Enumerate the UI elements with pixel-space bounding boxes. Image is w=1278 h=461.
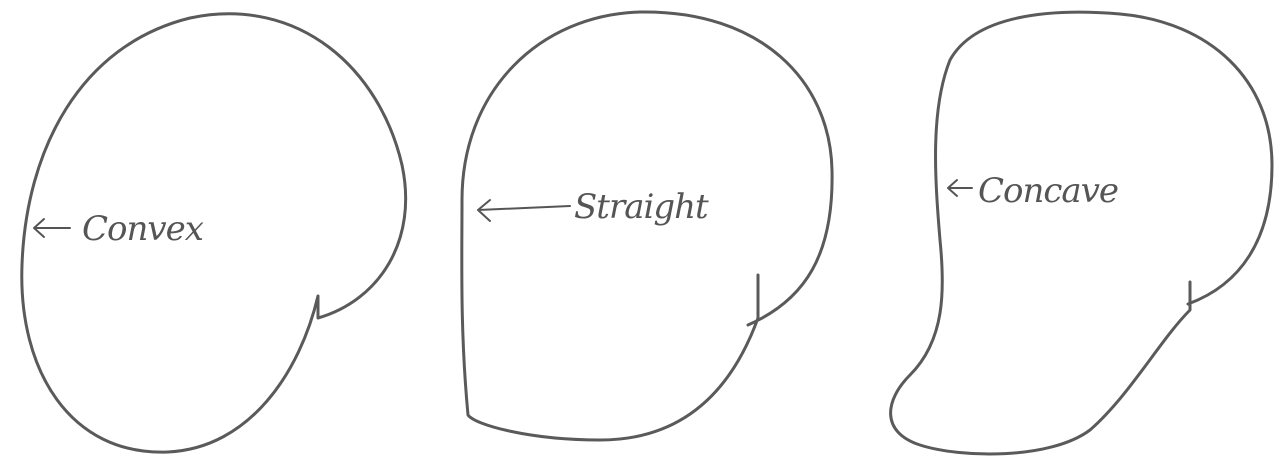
convex-outline	[22, 14, 406, 452]
concave-shape-group: Concave	[891, 12, 1272, 454]
straight-arrow	[478, 200, 570, 221]
concave-label: Concave	[978, 171, 1118, 211]
concave-arrow	[948, 180, 972, 196]
straight-shape-group: Straight	[462, 12, 832, 440]
convex-label: Convex	[82, 209, 204, 249]
straight-label: Straight	[574, 187, 709, 227]
convex-shape-group: Convex	[22, 14, 406, 452]
concave-outline	[891, 12, 1272, 454]
convex-arrow	[34, 219, 70, 237]
